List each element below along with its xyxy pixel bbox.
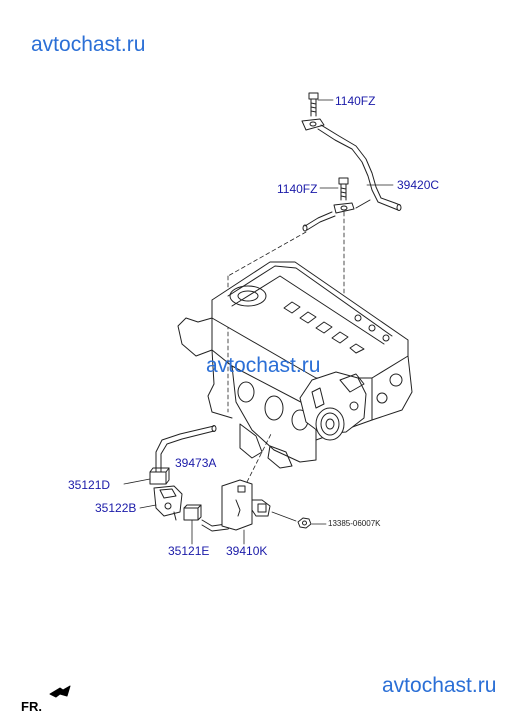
bracket-39410K-drawing <box>221 479 271 531</box>
label-hose: 39473A <box>175 456 217 470</box>
front-arrow-icon <box>49 685 71 698</box>
watermark-center: avtochast.ru <box>206 354 321 377</box>
watermark-top: avtochast.ru <box>31 33 146 56</box>
bolt-mid-drawing <box>338 177 349 201</box>
watermark-bottom: avtochast.ru <box>382 674 497 697</box>
hose-39473A-drawing <box>155 425 217 481</box>
valve-35122B-drawing <box>153 485 183 521</box>
cap-35121D-drawing <box>149 467 170 485</box>
label-cap-upper: 35121D <box>68 478 111 492</box>
label-bracket: 39410K <box>226 544 268 558</box>
engine-block-drawing <box>177 261 413 469</box>
front-direction-label: FR. <box>21 699 42 714</box>
label-bolt-top: 1140FZ <box>335 94 376 108</box>
label-valve: 35122B <box>95 501 137 515</box>
label-cap-lower: 35121E <box>168 544 210 558</box>
bolt-top-drawing <box>308 92 319 117</box>
label-tube: 39420C <box>397 178 440 192</box>
cap-35121E-drawing <box>183 504 202 521</box>
nut-13385-06007K-drawing <box>297 517 312 529</box>
label-nut: 13385-06007K <box>328 519 381 528</box>
label-bolt-mid: 1140FZ <box>277 182 318 196</box>
tube-39420C-drawing <box>301 118 402 232</box>
